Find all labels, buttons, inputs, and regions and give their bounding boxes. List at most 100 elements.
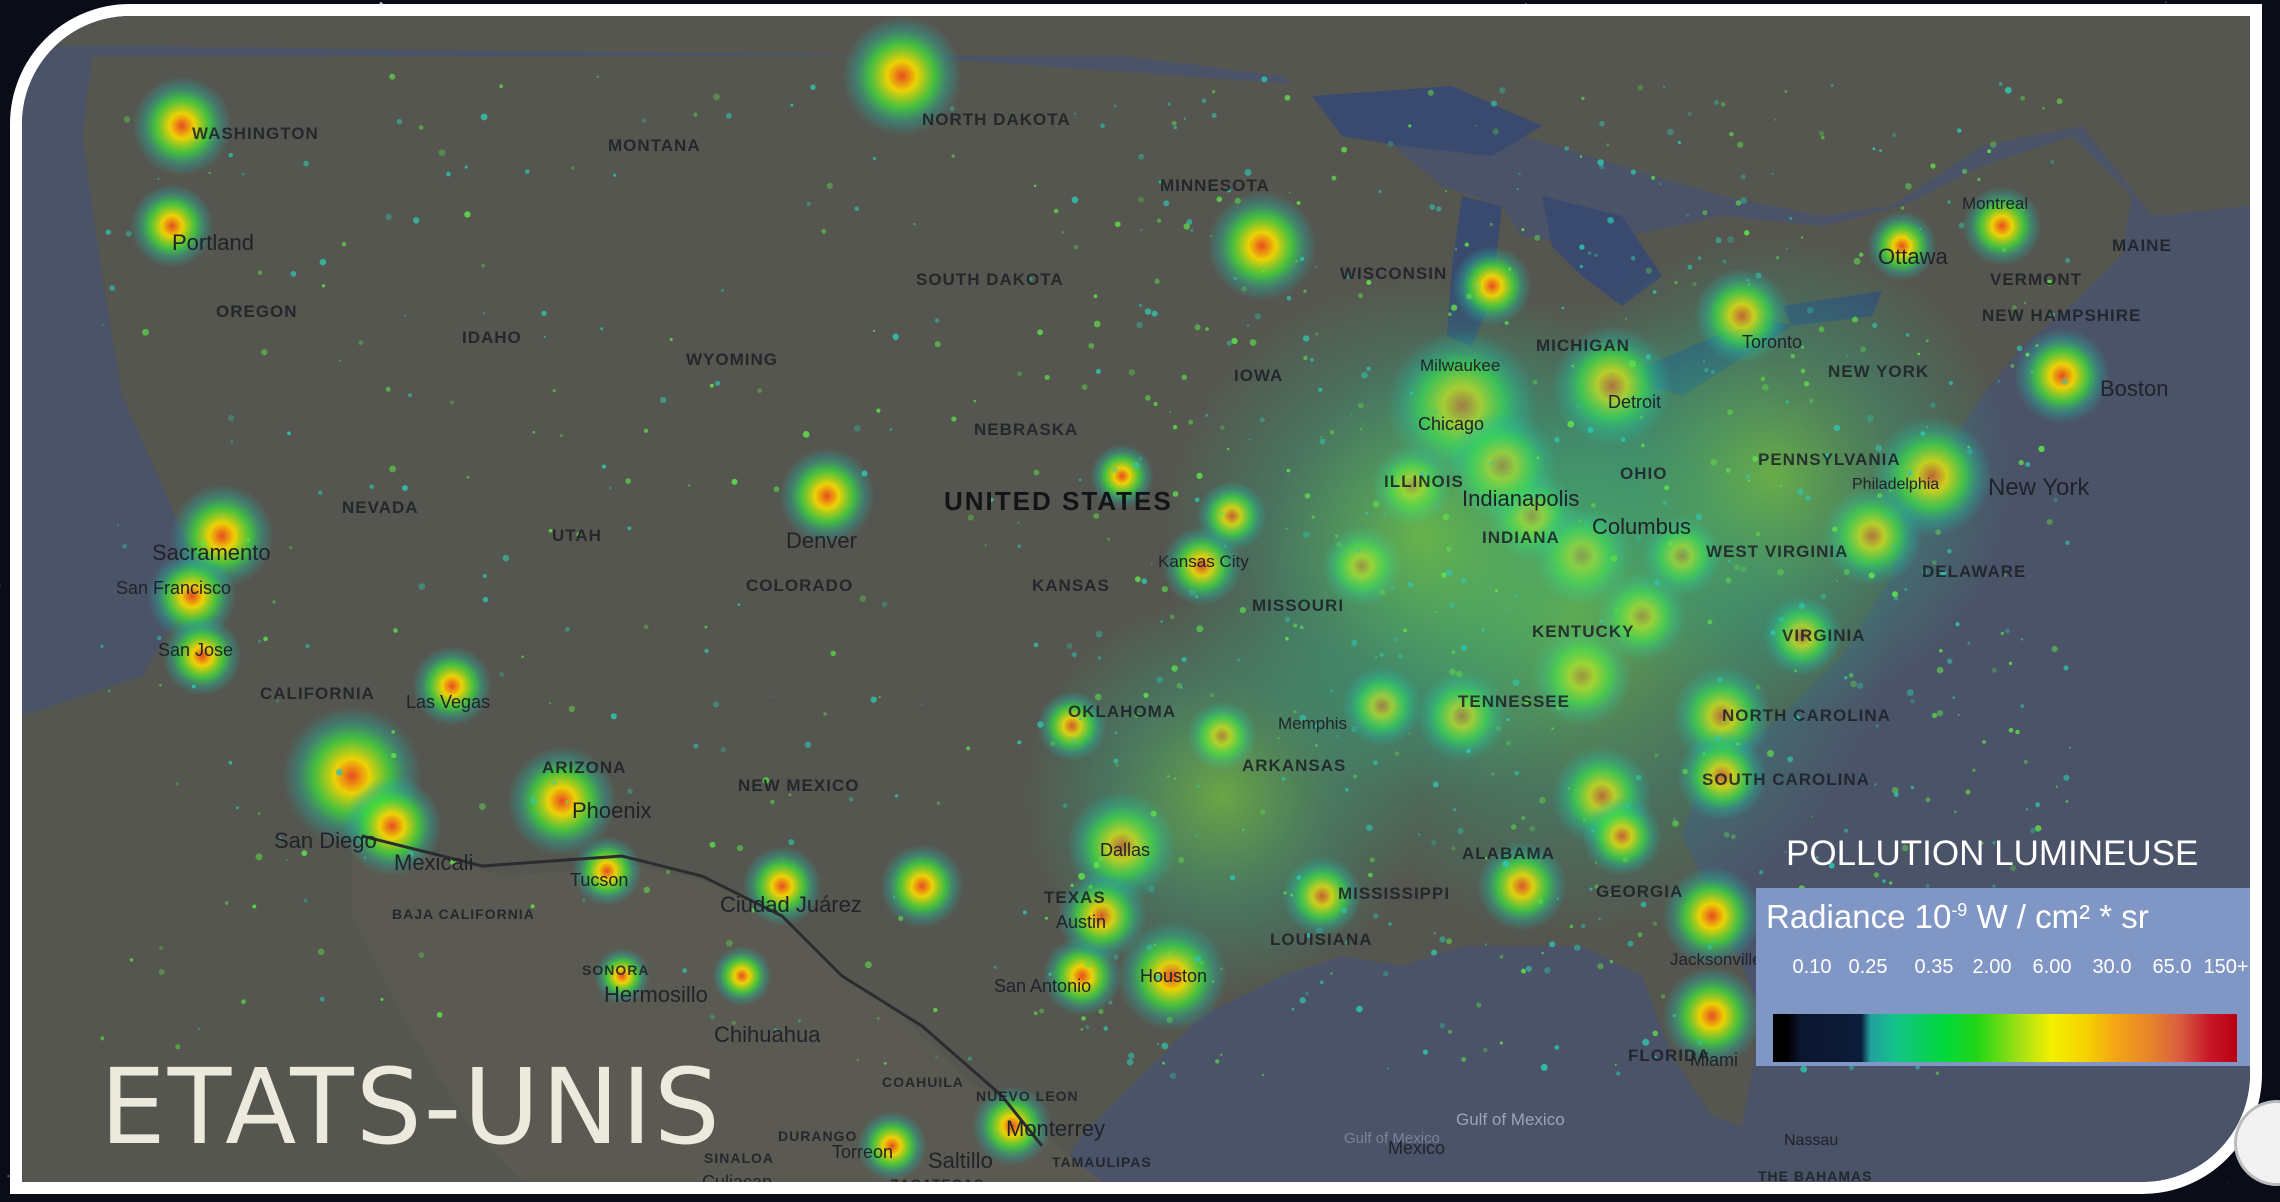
light-dot (1587, 427, 1594, 433)
light-dot (1848, 1064, 1855, 1071)
light-dot (1156, 218, 1162, 223)
light-dot (1303, 355, 1308, 361)
light-dot (1319, 438, 1326, 445)
state-label-ohio: OHIO (1620, 464, 1668, 483)
light-dot (1433, 931, 1437, 935)
light-dot (1103, 1026, 1108, 1031)
state-label-illinois: ILLINOIS (1384, 472, 1464, 491)
light-dot (1737, 141, 1744, 148)
light-dot (1940, 569, 1947, 577)
light-dot (693, 112, 698, 117)
light-dot (1774, 118, 1777, 121)
light-dot (2025, 808, 2029, 811)
city-light-glow (1662, 966, 1762, 1066)
light-dot (191, 684, 196, 689)
light-dot (1864, 552, 1868, 556)
light-dot (1642, 1038, 1650, 1046)
great-lake-huron (1542, 196, 1662, 306)
light-dot (1286, 468, 1291, 473)
light-dot (1454, 248, 1458, 251)
light-dot (790, 103, 794, 107)
light-dot (2061, 377, 2069, 385)
light-dot (1241, 828, 1246, 832)
light-dot (1299, 714, 1307, 722)
city-label-jacksonville: Jacksonville (1670, 950, 1762, 969)
canada-land (22, 16, 2250, 216)
light-dot (1583, 819, 1586, 822)
light-dot (1647, 402, 1652, 407)
light-dot (1138, 196, 1144, 203)
city-label-phoenix: Phoenix (572, 798, 652, 823)
light-dot (737, 603, 741, 606)
light-dot (1231, 337, 1238, 345)
light-dot (1098, 1008, 1104, 1015)
light-dot (480, 113, 488, 121)
light-dot (1161, 1042, 1169, 1050)
light-dot (2008, 727, 2014, 733)
light-dot (1672, 818, 1676, 821)
light-dot (1667, 540, 1673, 547)
light-dot (1931, 712, 1938, 719)
light-dot (1818, 130, 1825, 136)
light-dot (1958, 222, 1965, 229)
light-dot (1172, 491, 1179, 497)
light-dot (1168, 411, 1171, 414)
light-dot (1382, 970, 1389, 977)
light-dot (713, 93, 720, 101)
city-light-glow (1962, 186, 2042, 266)
light-dot (1630, 169, 1636, 175)
light-dot (1875, 444, 1883, 452)
light-dot (1925, 797, 1931, 803)
light-dot (109, 285, 116, 292)
light-dot (1138, 153, 1145, 160)
light-dot (1642, 580, 1648, 586)
city-label-kansas-city: Kansas City (1158, 552, 1249, 571)
city-label-monterrey: Monterrey (1006, 1116, 1106, 1141)
light-dot (1431, 840, 1437, 846)
light-dot (878, 695, 881, 699)
light-dot (1614, 608, 1619, 612)
light-dot (1196, 472, 1203, 479)
light-dot (303, 160, 309, 167)
light-dot (1296, 200, 1301, 206)
light-dot (1599, 619, 1604, 624)
light-dot (2023, 759, 2028, 765)
light-dot (1722, 259, 1727, 264)
light-dot (1872, 147, 1876, 151)
country-label: UNITED STATES (944, 486, 1173, 516)
light-dot (1311, 515, 1316, 519)
light-dot (1534, 234, 1541, 241)
light-dot (1599, 120, 1605, 127)
light-dot (1128, 369, 1136, 376)
light-dot (2010, 363, 2015, 368)
light-dot (478, 803, 486, 811)
state-label-zacatecas: ZACATECAS (890, 1176, 985, 1192)
light-dot (418, 125, 424, 130)
light-dot (1672, 1013, 1676, 1018)
light-dot (2038, 445, 2045, 453)
city-label-chicago: Chicago (1418, 414, 1485, 434)
light-dot (1851, 316, 1859, 323)
light-dot (848, 797, 854, 802)
light-dot (920, 703, 923, 706)
light-dot (770, 799, 775, 805)
light-dot (2000, 631, 2005, 636)
light-dot (1195, 594, 1199, 599)
light-dot (1081, 384, 1088, 391)
light-pollution-map[interactable] (22, 16, 2250, 1182)
light-dot (1113, 104, 1117, 108)
light-dot (1549, 941, 1556, 948)
light-dot (532, 430, 536, 434)
light-dot (1140, 228, 1143, 232)
light-dot (1449, 668, 1457, 676)
light-dot (1512, 679, 1520, 687)
light-dot (1537, 898, 1544, 905)
light-dot (810, 84, 816, 90)
light-dot (1110, 483, 1114, 487)
light-dot (1100, 123, 1105, 129)
light-dot (257, 812, 261, 815)
light-dot (107, 689, 111, 693)
light-dot (709, 383, 714, 388)
light-dot (873, 329, 876, 333)
light-dot (1284, 616, 1291, 623)
